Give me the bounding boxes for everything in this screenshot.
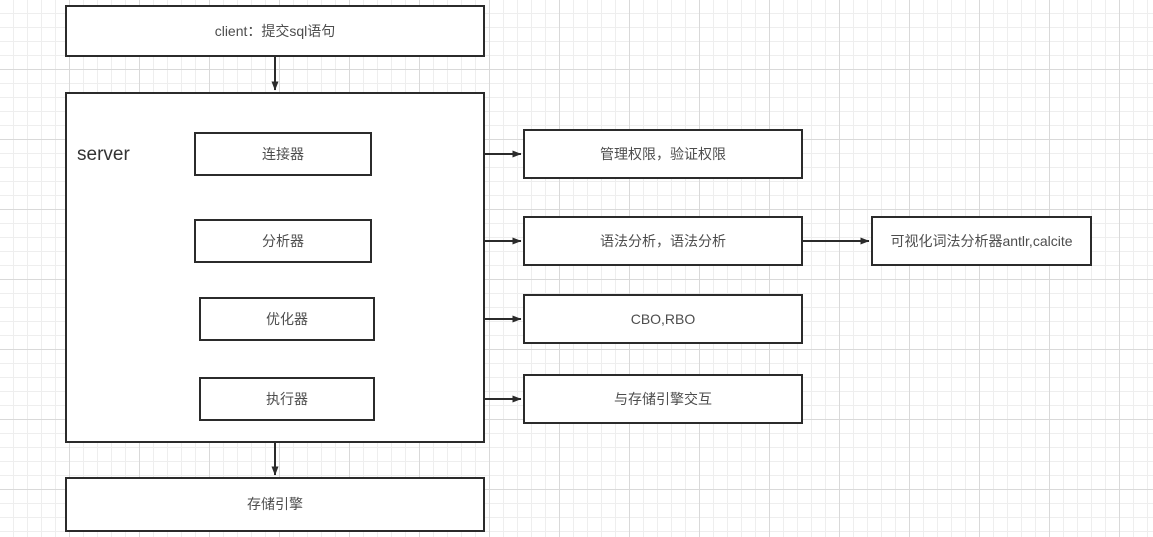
node-cbo-rbo[interactable]: CBO,RBO (523, 294, 803, 344)
node-syntax-analysis[interactable]: 语法分析，语法分析 (523, 216, 803, 266)
node-server-group-label: server (77, 144, 130, 165)
node-visual-lexer-antlr-calcite-label: 可视化词法分析器antlr,calcite (890, 232, 1073, 249)
node-storage-engine[interactable]: 存储引擎 (65, 477, 485, 532)
node-visual-lexer-antlr-calcite[interactable]: 可视化词法分析器antlr,calcite (871, 216, 1092, 266)
node-client[interactable]: client：提交sql语句 (65, 5, 485, 57)
node-permission-management-label: 管理权限，验证权限 (600, 145, 726, 162)
node-executor[interactable]: 执行器 (199, 377, 375, 421)
node-syntax-analysis-label: 语法分析，语法分析 (600, 232, 726, 249)
node-analyzer-label: 分析器 (262, 232, 304, 249)
node-permission-management[interactable]: 管理权限，验证权限 (523, 129, 803, 179)
node-storage-engine-interaction-label: 与存储引擎交互 (614, 390, 712, 407)
node-client-label: client：提交sql语句 (214, 22, 336, 39)
node-storage-engine-interaction[interactable]: 与存储引擎交互 (523, 374, 803, 424)
node-connector-label: 连接器 (262, 145, 304, 162)
node-optimizer-label: 优化器 (266, 310, 308, 327)
node-connector[interactable]: 连接器 (194, 132, 372, 176)
node-optimizer[interactable]: 优化器 (199, 297, 375, 341)
node-analyzer[interactable]: 分析器 (194, 219, 372, 263)
node-storage-engine-label: 存储引擎 (247, 496, 303, 513)
node-cbo-rbo-label: CBO,RBO (630, 310, 696, 327)
node-executor-label: 执行器 (266, 390, 308, 407)
